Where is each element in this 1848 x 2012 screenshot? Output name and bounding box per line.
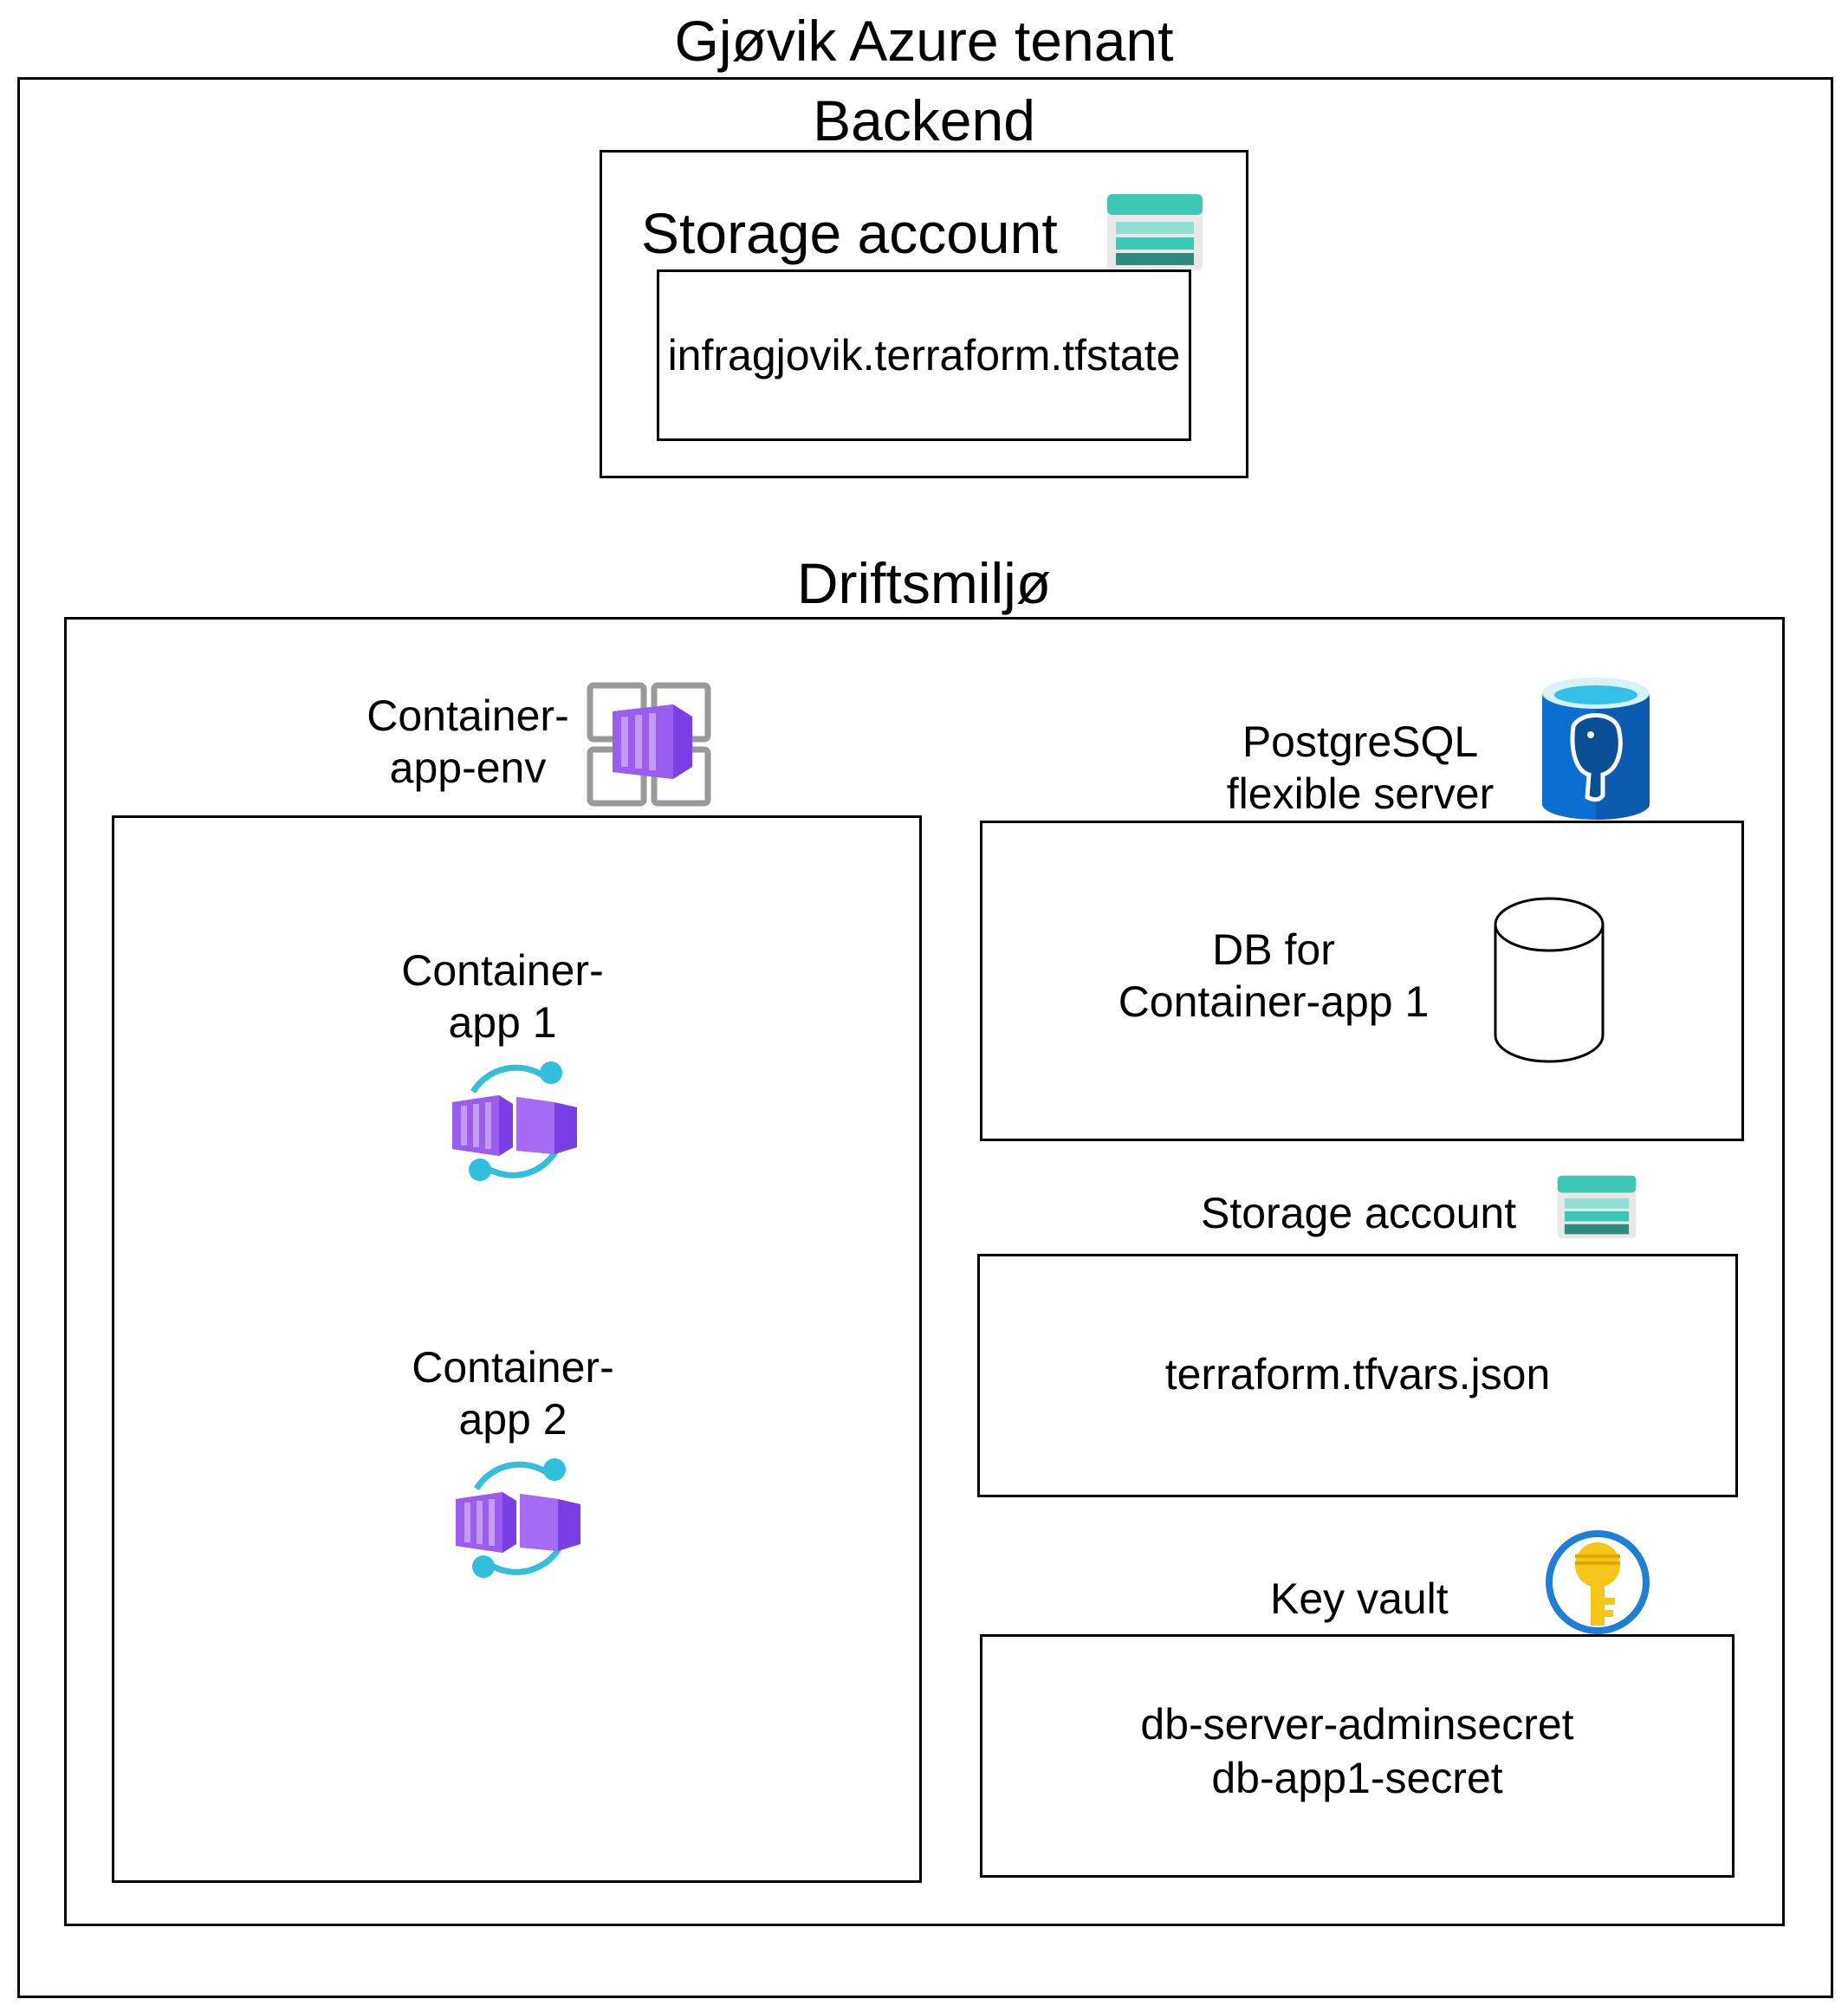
tenant-title: Gjøvik Azure tenant <box>674 9 1174 73</box>
azure-postgresql-icon <box>1539 674 1653 821</box>
backend-storage-label: Storage account <box>641 201 1058 265</box>
postgres-label: PostgreSQL flexible server <box>1170 716 1551 820</box>
container-app-env-label: Container- app-env <box>347 690 589 794</box>
postgres-label-line1: PostgreSQL <box>1242 717 1479 766</box>
container-app-2-label: Container- app 2 <box>374 1341 652 1445</box>
container-app-env-label-line2: app-env <box>389 743 547 792</box>
drift-title: Driftsmiljø <box>796 551 1052 615</box>
keyvault-box <box>980 1634 1735 1878</box>
postgres-label-line2: flexible server <box>1226 769 1495 818</box>
container-app-2-label-line1: Container- <box>412 1343 614 1392</box>
container-app-env-box <box>112 815 922 1883</box>
azure-storage-account-icon <box>1556 1174 1637 1240</box>
keyvault-label: Key vault <box>1270 1574 1449 1623</box>
tfvars-container <box>977 1254 1738 1497</box>
tfstate-file-label: infragjovik.terraform.tfstate <box>667 331 1181 380</box>
azure-container-app-icon <box>451 1454 586 1582</box>
azure-key-vault-icon <box>1544 1528 1651 1636</box>
azure-container-app-icon <box>447 1057 582 1185</box>
container-app-1-label-line1: Container- <box>401 946 604 995</box>
backend-title: Backend <box>813 88 1035 153</box>
secret-1-label: db-server-adminsecret <box>1140 1700 1574 1749</box>
postgres-box <box>980 821 1744 1141</box>
azure-storage-account-icon <box>1106 192 1204 272</box>
drift-storage-label: Storage account <box>1201 1189 1517 1237</box>
container-app-2-label-line2: app 2 <box>458 1395 567 1444</box>
azure-container-app-environment-icon <box>587 682 711 807</box>
database-cylinder-icon <box>1492 895 1606 1065</box>
db-label-line2: Container-app 1 <box>1118 977 1430 1026</box>
tfstate-container <box>657 269 1191 441</box>
container-app-1-label-line2: app 1 <box>448 998 557 1047</box>
tfvars-file-label: terraform.tfvars.json <box>1164 1350 1551 1399</box>
secret-2-label: db-app1-secret <box>1211 1754 1503 1802</box>
container-app-1-label: Container- app 1 <box>364 944 641 1048</box>
db-label: DB for Container-app 1 <box>1066 924 1482 1028</box>
container-app-env-label-line1: Container- <box>366 691 569 740</box>
db-label-line1: DB for <box>1212 925 1335 974</box>
